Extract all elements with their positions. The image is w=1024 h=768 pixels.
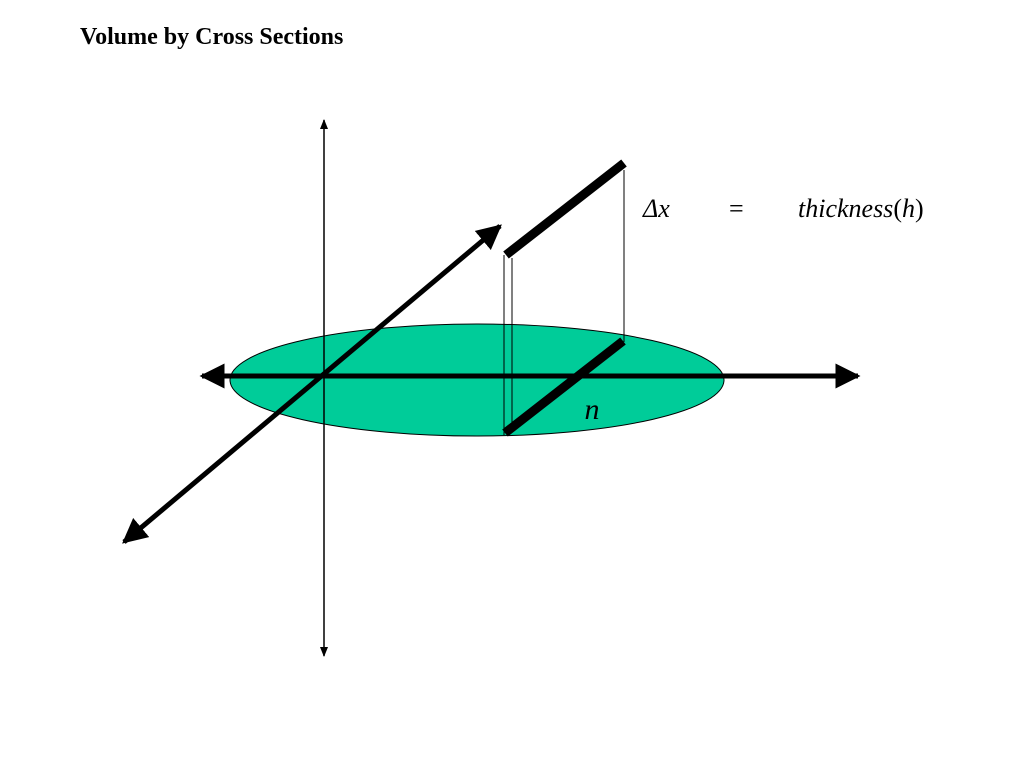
- base-section-segment: [502, 337, 626, 437]
- equation-rhs-open: (: [893, 194, 902, 223]
- equation-operator: =: [729, 194, 744, 223]
- equation-rhs: thickness(h): [798, 194, 924, 223]
- equation-lhs: Δx: [642, 194, 670, 223]
- equation-rhs-word: thickness: [798, 194, 893, 223]
- equation-rhs-close: ): [915, 194, 924, 223]
- base-disk: [229, 323, 725, 437]
- page-title: Volume by Cross Sections: [80, 24, 344, 50]
- section-label: n: [585, 393, 600, 426]
- depth-axis: [122, 224, 502, 544]
- top-section-segment: [503, 159, 627, 259]
- equation-rhs-variable: h: [902, 194, 915, 223]
